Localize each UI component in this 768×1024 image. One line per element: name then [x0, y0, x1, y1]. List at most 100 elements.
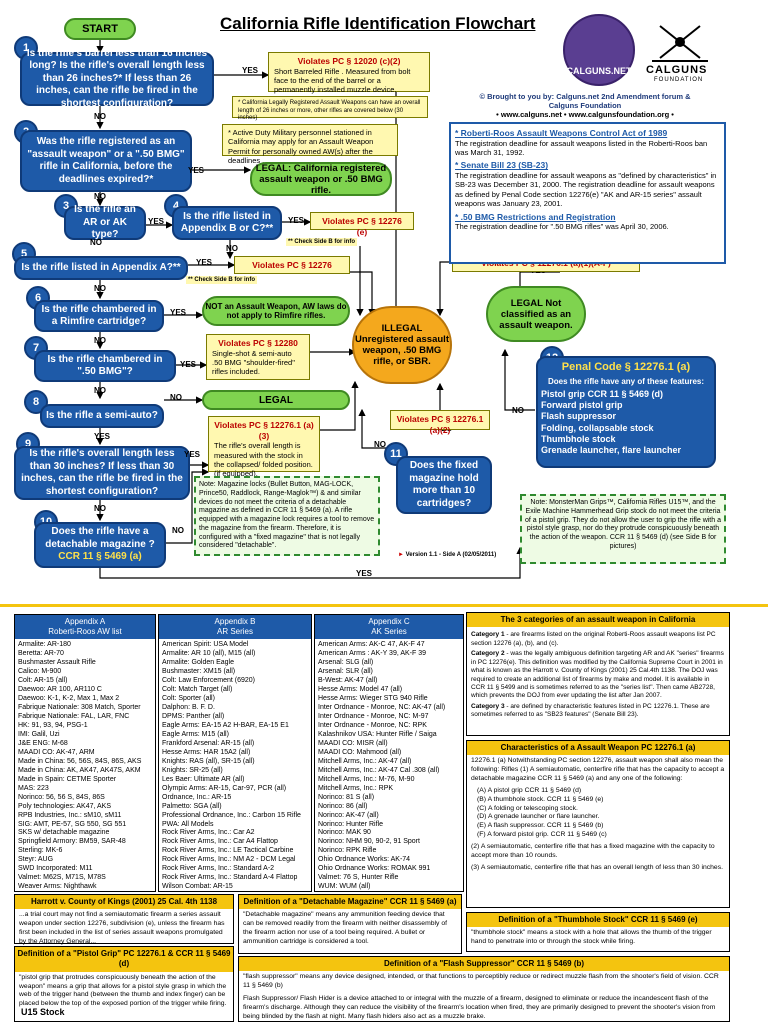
question-12: Penal Code § 12276.1 (a) Does the rifle … [536, 356, 716, 468]
magazine-lock-note: Note: Magazine locks (Bullet Button, MAG… [194, 476, 380, 556]
label-no-9: NO [94, 504, 106, 513]
violation-7-title: Violates PC § 12280 [218, 338, 298, 348]
list-item: Mitchell Arms, Inc.: RPK [318, 784, 394, 792]
category-3: Category 3 - are defined by characterist… [471, 703, 725, 720]
list-item: J&E ENG: M-68 [18, 739, 68, 747]
label-no-4: NO [226, 244, 238, 253]
list-item: Valmet: M62S, M71S, M78S [18, 874, 106, 882]
question-10-ccr: CCR 11 § 5469 (a) [58, 551, 142, 563]
feature-item: Flash suppressor [541, 411, 617, 422]
list-item: Eagle Arms: EA-15 A2 H-BAR, EA-15 E1 [162, 722, 289, 730]
thumbhole-header: Definition of a "Thumbhole Stock" CCR 11… [467, 913, 729, 928]
list-item: MAADI CO: MISR (all) [318, 739, 388, 747]
category-1-text: - are firearms listed on the original Ro… [471, 631, 716, 647]
question-10: Does the rifle have a detachable magazin… [34, 522, 166, 568]
characteristic-2: (2) A semiautomatic, centerfire rifle th… [471, 842, 715, 859]
list-item: Kalashnikov USA: Hunter Rifle / Saiga [318, 731, 437, 738]
legal-not-aw-node: LEGAL Not classified as an assault weapo… [486, 286, 586, 342]
characteristic-item: (F) A forward pistol grip. CCR 11 § 5469… [477, 831, 607, 839]
violation-9-text: The rifle's overall length is measured w… [214, 441, 313, 479]
list-item: Mitchell Arms, Inc.: AK-47 (all) [318, 757, 412, 765]
list-item: Inter Ordnance - Monroe, NC: AK-47 (all) [318, 704, 446, 712]
characteristic-3: (3) A semiautomatic, centerfire rifle th… [471, 863, 723, 871]
label-no-12: NO [512, 406, 524, 415]
list-item: Calico: M-900 [18, 668, 62, 676]
list-item: Colt: Sporter (all) [162, 695, 215, 703]
question-10-text: Does the rifle have a detachable magazin… [45, 526, 155, 550]
detachable-magazine-section: Definition of a "Detachable Magazine" CC… [238, 894, 462, 954]
not-aw-node: NOT an Assault Weapon, AW laws do not ap… [202, 296, 350, 326]
label-no-10: NO [172, 526, 184, 535]
label-no-2: NO [94, 192, 106, 201]
grip-note: Note: MonsterMan Grips™, California Rifl… [520, 494, 726, 564]
check-side-b-2: ** Check Side B for info [186, 276, 258, 284]
info-heading-1: * Roberti-Roos Assault Weapons Control A… [455, 128, 668, 138]
list-item: Eagle Arms: M15 (all) [162, 731, 229, 738]
active-duty-note: * Active Duty Military personnel station… [222, 124, 398, 165]
detachable-magazine-body: "Detachable magazine" means any ammuniti… [243, 911, 447, 945]
length-note: * California Legally Registered Assault … [232, 96, 428, 121]
list-item: Mitchell Arms, Inc.: AK-47 Cal .308 (all… [318, 766, 440, 774]
list-item: Arsenal: SLG (all) [318, 659, 374, 667]
category-3-text: - are defined by characteristic features… [471, 702, 710, 719]
list-item: Knights: SR-25 (all) [162, 766, 223, 774]
list-item: Armalite: AR-180 [18, 641, 71, 649]
list-item: Springfield Armory: BM59, SAR-48 [18, 838, 126, 846]
characteristics-lead: 12276.1 (a) Notwithstanding PC section 1… [471, 757, 725, 783]
list-item: Fabrique Nationale: FAL, LAR, FNC [18, 713, 130, 721]
violation-box-5: Violates PC § 12276 [234, 256, 350, 274]
list-item: RPB Industries, Inc.: sM10, sM11 [18, 811, 122, 819]
list-item: Mitchell Arms, Inc.: M-76, M-90 [318, 775, 415, 783]
penal-code-lead: Does the rifle have any of these feature… [547, 376, 705, 386]
list-item: Weaver Arms: Nighthawk [18, 883, 97, 891]
list-item: Ohio Ordnance Works: ROMAK 991 [318, 865, 431, 873]
list-item: Bushmaster: XM15 (all) [162, 668, 236, 676]
list-item: Ordnance, Inc.: AR-15 [162, 793, 232, 801]
check-side-b-1: ** Check Side B for info [286, 238, 358, 246]
list-item: Rock River Arms, Inc.: Car A4 Flattop [162, 838, 278, 846]
list-item: B-West: AK-47 (all) [318, 677, 378, 685]
step-number-8: 8 [24, 390, 48, 414]
violation-box-4: Violates PC § 12276 (e) [310, 212, 414, 237]
question-4: Is the rifle listed in Appendix B or C?*… [172, 206, 282, 240]
list-item: American Spirit: USA Model [162, 641, 249, 649]
page-title: California Rifle Identification Flowchar… [220, 14, 536, 33]
list-item: Daewoo: AR 100, AR110 C [18, 686, 102, 694]
category-3-label: Category 3 [471, 702, 505, 710]
label-yes-1: YES [242, 66, 259, 75]
list-item: MAS: 223 [18, 784, 49, 792]
label-yes-6: YES [170, 308, 187, 317]
list-item: Sterling: MK-6 [18, 847, 63, 855]
violation-7-text: Single-shot & semi-auto .50 BMG "shoulde… [212, 348, 295, 377]
list-item: Daewoo: K-1, K-2, Max 1, Max 2 [18, 695, 120, 703]
list-item: Frankford Arsenal: AR-15 (all) [162, 739, 255, 747]
list-item: Rock River Arms, Inc.: Car A2 [162, 829, 255, 837]
label-yes-3: YES [148, 217, 165, 226]
appendix-b-title: Appendix B [214, 617, 256, 626]
violation-box-1: Violates PC § 12020 (c)(2) Short Barrele… [268, 52, 430, 94]
illegal-node: ILLEGAL Unregistered assault weapon, .50… [352, 306, 452, 384]
question-3: Is the rifle an AR or AK type? [64, 204, 146, 240]
list-item: Dalphon: B. F. D. [162, 704, 215, 712]
question-1: Is the rifle's barrel less than 16 inche… [20, 48, 214, 109]
list-item: Steyr: AUG [18, 856, 54, 864]
feature-item: Grenade launcher, flare launcher [541, 445, 682, 455]
version-label: ► Version 1.1 - Side A (02/05/2011) [398, 552, 496, 558]
list-item: Olympic Arms: AR-15, Car-97, PCR (all) [162, 784, 287, 792]
list-item: Norinco: RPK Rifle [318, 847, 377, 855]
start-node: START [64, 18, 136, 40]
violation-9-title: Violates PC § 12276.1 (a)(3) [214, 420, 314, 441]
feature-item: Folding, collapsable stock [541, 422, 654, 433]
calguns-logo: CALGUNS.NET [563, 14, 635, 86]
label-no-5: NO [94, 284, 106, 293]
characteristic-item: (B) A thumbhole stock. CCR 11 § 5469 (e) [477, 795, 604, 803]
characteristic-item: (A) A pistol grip CCR 11 § 5469 (d) [477, 786, 582, 794]
list-item: DPMS: Panther (all) [162, 713, 225, 721]
label-yes-5: YES [196, 258, 213, 267]
list-item: Norinco: NHM 90, 90-2, 91 Sport [318, 838, 420, 846]
label-no-11: NO [374, 440, 386, 449]
